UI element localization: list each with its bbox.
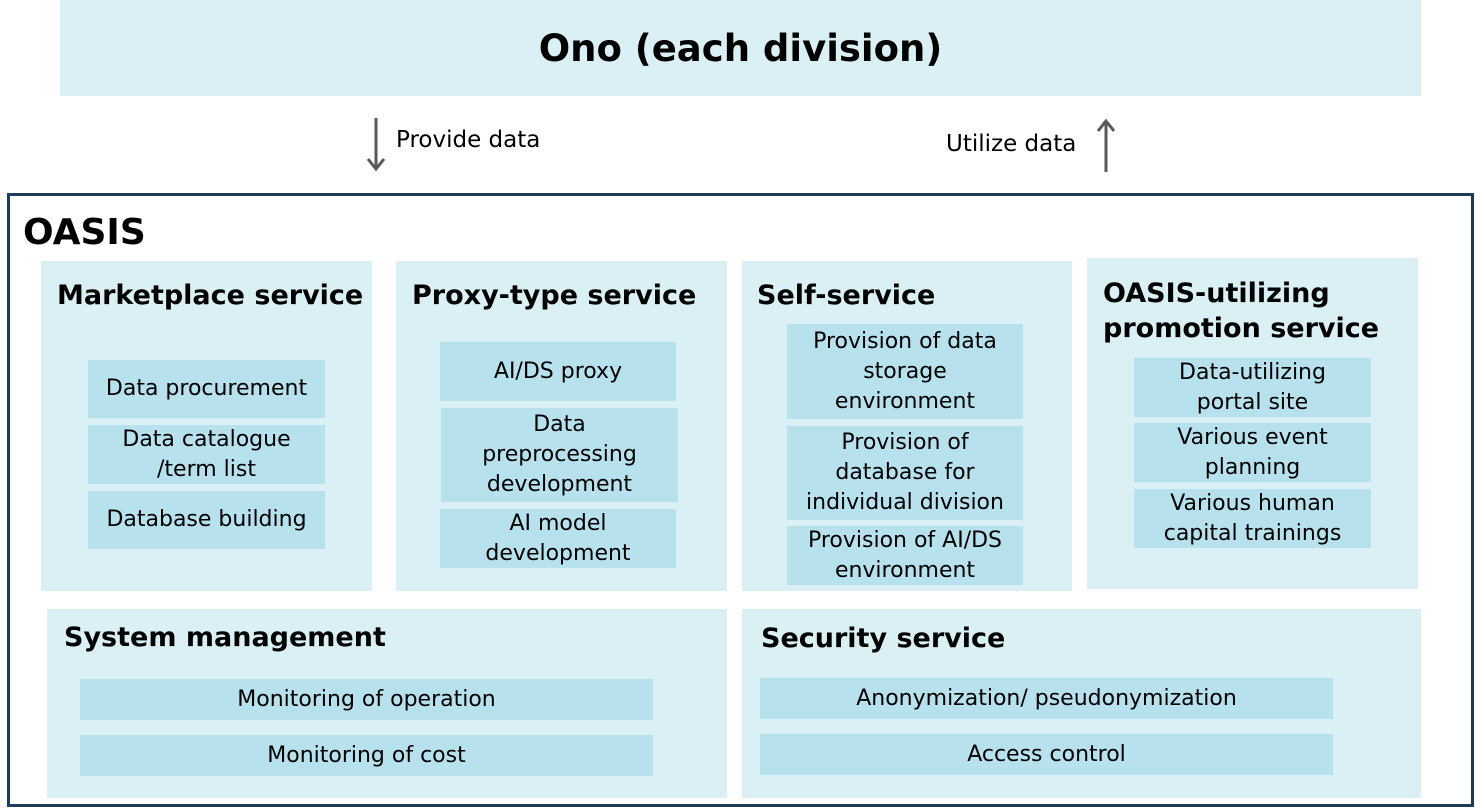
marketplace-item-data-procurement: Data procurement (88, 360, 325, 418)
self-item-data-storage: Provision of data storage environment (787, 324, 1023, 419)
security-service-panel: Security service Anonymization/ pseudony… (742, 609, 1421, 798)
utilize-data-label: Utilize data (946, 131, 1077, 157)
marketplace-item-database-building: Database building (88, 491, 325, 549)
marketplace-item-data-catalogue: Data catalogue /term list (88, 425, 325, 484)
oasis-frame (7, 193, 1474, 807)
up-arrow-icon (1096, 118, 1116, 172)
security-service-title: Security service (761, 623, 1006, 654)
ono-banner: Ono (each division) (60, 0, 1421, 96)
system-item-monitoring-cost: Monitoring of cost (80, 735, 653, 776)
promotion-item-portal-site: Data-utilizing portal site (1134, 358, 1371, 417)
proxy-item-ai-ds-proxy: AI/DS proxy (440, 342, 676, 401)
oasis-title: OASIS (23, 212, 146, 253)
ono-banner-title: Ono (each division) (538, 26, 943, 70)
security-item-access-control: Access control (760, 734, 1333, 775)
self-service-title: Self-service (757, 280, 936, 311)
down-arrow-icon (366, 118, 386, 172)
self-service-panel: Self-service Provision of data storage e… (742, 261, 1072, 591)
proxy-item-data-preprocessing: Data preprocessing development (441, 408, 678, 502)
system-management-panel: System management Monitoring of operatio… (47, 609, 727, 798)
marketplace-service-panel: Marketplace service Data procurement Dat… (41, 261, 372, 591)
self-item-ai-ds-environment: Provision of AI/DS environment (787, 526, 1023, 585)
provide-data-label: Provide data (396, 127, 541, 153)
proxy-item-ai-model-development: AI model development (440, 509, 676, 568)
promotion-item-human-capital: Various human capital trainings (1134, 489, 1371, 548)
promotion-service-title: OASIS-utilizing promotion service (1103, 278, 1380, 344)
marketplace-service-title: Marketplace service (57, 280, 364, 311)
proxy-service-title: Proxy-type service (412, 280, 697, 311)
security-item-anonymization: Anonymization/ pseudonymization (760, 678, 1333, 719)
promotion-service-panel: OASIS-utilizing promotion service Data-u… (1087, 258, 1418, 589)
proxy-service-panel: Proxy-type service AI/DS proxy Data prep… (396, 261, 727, 591)
system-item-monitoring-operation: Monitoring of operation (80, 679, 653, 720)
promotion-item-event-planning: Various event planning (1134, 423, 1371, 482)
system-management-title: System management (64, 622, 386, 653)
self-item-database-division: Provision of database for individual div… (787, 426, 1023, 520)
